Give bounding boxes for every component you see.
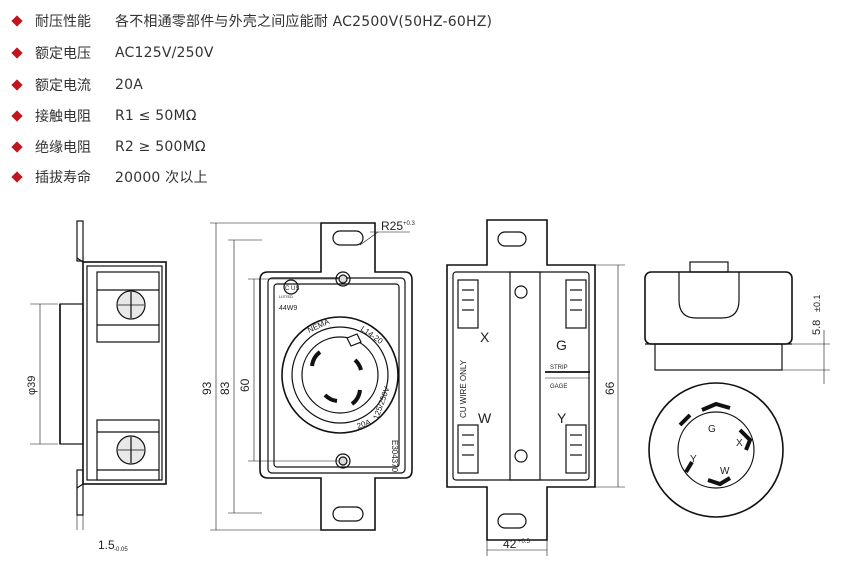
- spec-name: 耐压性能: [35, 14, 91, 30]
- dim-hole-pitch: 60: [238, 378, 252, 392]
- spec-value: R1 ≤ 50MΩ: [115, 108, 197, 124]
- cert-mark: C US: [285, 286, 299, 292]
- spec-name: 接触电阻: [35, 109, 91, 125]
- spec-row-plug-life: 插拔寿命 20000 次以上: [8, 167, 208, 187]
- terminal-label-g: G: [556, 337, 567, 353]
- plug-pin-w: W: [720, 466, 730, 477]
- dim-total-height: 93: [200, 381, 214, 395]
- mounting-slot-icon: [332, 230, 364, 246]
- screw-hole-icon: [514, 285, 528, 299]
- spec-name: 插拔寿命: [35, 170, 91, 186]
- terminal-label-x: X: [480, 329, 490, 345]
- dim-depth: 5.8: [811, 320, 823, 335]
- terminal-icon: [457, 279, 479, 329]
- screw-hole-icon: [514, 449, 528, 463]
- plug-side-view: [644, 261, 830, 384]
- side-view: [30, 220, 167, 530]
- front-view: [210, 222, 413, 531]
- plug-face-view: [648, 382, 784, 518]
- spec-value: 20A: [115, 77, 143, 93]
- mounting-slot-icon: [332, 506, 364, 522]
- plug-pin-y: Y: [690, 454, 697, 465]
- model-code: 44W9: [279, 305, 297, 312]
- spec-name: 额定电流: [35, 78, 91, 94]
- dim-back-height: 66: [603, 381, 617, 395]
- gage-label: GAGE: [550, 384, 567, 390]
- dim-body-height: 83: [218, 381, 232, 395]
- plug-pin-x: X: [736, 438, 743, 449]
- dim-depth-tol: ±0.1: [812, 295, 822, 312]
- back-view: [446, 219, 625, 556]
- dim-side-width: 1.5: [98, 538, 115, 552]
- cert-sub: LISTED: [279, 294, 293, 299]
- terminal-icon: [565, 424, 587, 474]
- dim-radius: R25: [381, 219, 403, 233]
- dim-diameter: φ39: [26, 376, 38, 395]
- spec-row-insulation-resistance: 绝缘电阻 R2 ≥ 500MΩ: [8, 137, 206, 157]
- receptacle-face-ring: [281, 316, 399, 434]
- terminal-label-w: W: [478, 410, 492, 426]
- spec-row-current: 额定电流 20A: [8, 75, 143, 95]
- dim-back-width-tol: +0.5: [518, 539, 531, 545]
- spec-row-contact-resistance: 接触电阻 R1 ≤ 50MΩ: [8, 106, 197, 126]
- mounting-slot-icon: [497, 513, 527, 529]
- spec-value: R2 ≥ 500MΩ: [115, 139, 206, 155]
- strip-label: STRIP: [550, 365, 568, 371]
- spec-value: 各不相通零部件与外壳之间应能耐 AC2500V(50HZ-60HZ): [115, 14, 493, 30]
- terminal-icon: [565, 279, 587, 329]
- spec-row-withstand: 耐压性能 各不相通零部件与外壳之间应能耐 AC2500V(50HZ-60HZ): [8, 11, 492, 31]
- dim-side-width-tol: -0.05: [114, 547, 128, 553]
- terminal-label-y: Y: [557, 410, 567, 426]
- mounting-slot-icon: [497, 231, 527, 247]
- type-label: L14-20: [359, 324, 385, 346]
- cu-wire-label: CU WIRE ONLY: [459, 359, 468, 418]
- spec-value: AC125V/250V: [115, 45, 214, 61]
- spec-row-voltage: 额定电压 AC125V/250V: [8, 43, 214, 63]
- spec-value: 20000 次以上: [115, 170, 208, 186]
- terminal-icon: [457, 424, 479, 474]
- dim-back-width: 42: [503, 537, 517, 551]
- spec-name: 额定电压: [35, 46, 91, 62]
- spec-name: 绝缘电阻: [35, 140, 91, 156]
- dim-radius-tol: +0.3: [403, 221, 416, 227]
- part-no: E304370: [390, 440, 399, 473]
- plug-pin-g: G: [708, 424, 716, 435]
